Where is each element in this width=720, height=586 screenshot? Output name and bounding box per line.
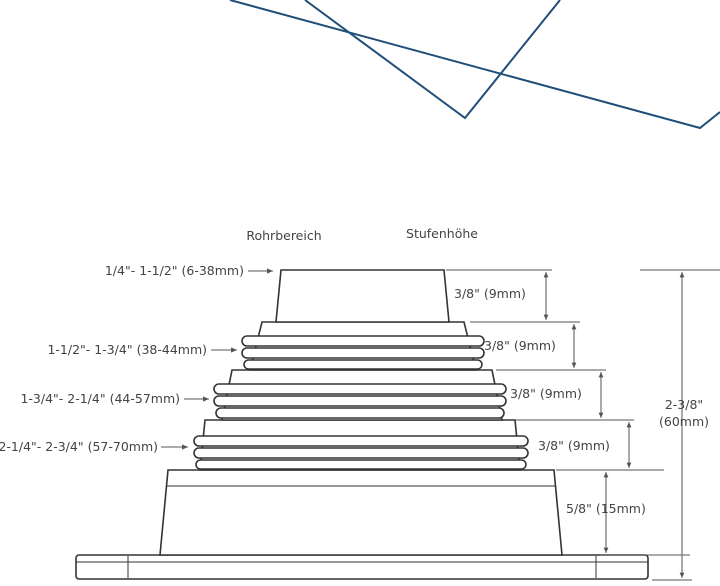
pipe-range-label-1: 1/4"- 1-1/2" (6-38mm)	[105, 263, 244, 278]
base-plate	[75, 554, 649, 580]
pipe-boot	[75, 269, 649, 580]
bottom-step	[159, 469, 563, 556]
step-height-labels: 3/8" (9mm) 3/8" (9mm) 3/8" (9mm) 3/8" (9…	[454, 286, 646, 516]
top-step	[275, 269, 450, 323]
pipe-range-label-3: 1-3/4"- 2-1/4" (44-57mm)	[20, 391, 180, 406]
step-height-label-5: 5/8" (15mm)	[566, 501, 646, 516]
step-4-ring-a	[193, 435, 529, 447]
pipe-range-label-4: 2-1/4"- 2-3/4" (57-70mm)	[0, 439, 158, 454]
decorative-lines	[229, 0, 720, 130]
step-2-ring-c	[243, 359, 483, 370]
step-height-label-1: 3/8" (9mm)	[454, 286, 526, 301]
pipe-range-labels: 1/4"- 1-1/2" (6-38mm) 1-1/2"- 1-3/4" (38…	[0, 263, 273, 454]
pipe-range-label-2: 1-1/2"- 1-3/4" (38-44mm)	[47, 342, 207, 357]
step-height-dimensions	[446, 269, 720, 581]
step-2-ring-a	[241, 335, 485, 347]
decorative-line-left	[229, 0, 720, 130]
total-height-metric: (60mm)	[659, 414, 709, 429]
step-height-label-2: 3/8" (9mm)	[484, 338, 556, 353]
step-4-ring-c	[195, 459, 527, 470]
step-3-ring-c	[215, 407, 505, 419]
step-height-label-4: 3/8" (9mm)	[538, 438, 610, 453]
pipe-range-header: Rohrbereich	[246, 228, 321, 243]
step-height-header: Stufenhöhe	[406, 226, 478, 241]
total-height-imperial: 2-3/8"	[665, 397, 703, 412]
total-height-label: 2-3/8" (60mm)	[659, 397, 709, 429]
step-4-ring-b	[193, 447, 529, 459]
decorative-line-right	[304, 0, 561, 120]
step-2-ring-b	[241, 347, 485, 359]
step-3-ring-a	[213, 383, 507, 395]
step-3-ring-b	[213, 395, 507, 407]
step-height-label-3: 3/8" (9mm)	[510, 386, 582, 401]
